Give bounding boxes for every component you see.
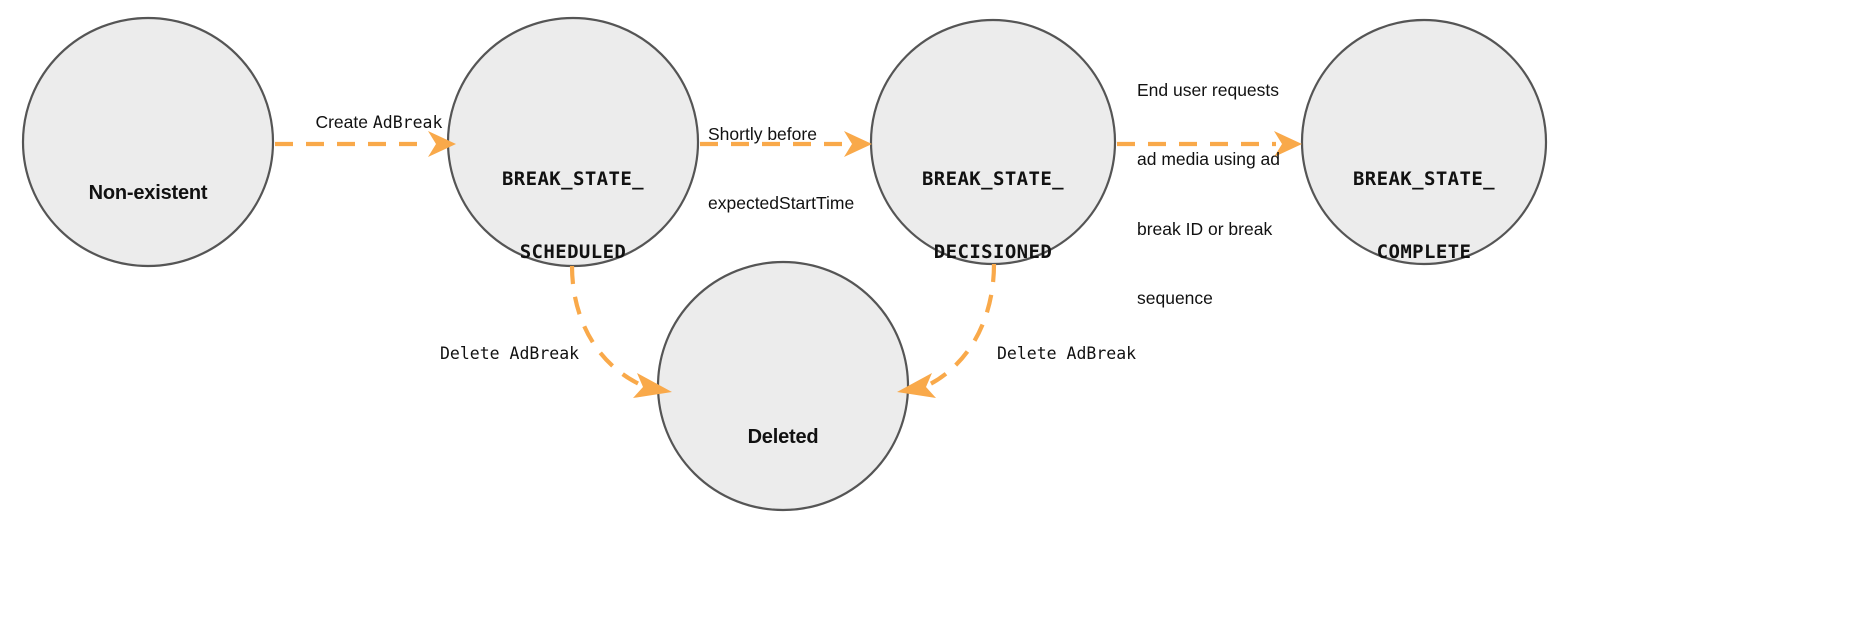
edge-create[interactable] xyxy=(275,131,456,157)
node-shape-decisioned[interactable] xyxy=(869,18,1117,266)
node-shape-non-existent[interactable] xyxy=(21,16,275,268)
node-shape-scheduled[interactable] xyxy=(446,16,700,268)
edge-shortly-before-arrowhead xyxy=(844,131,872,157)
node-shape-complete[interactable] xyxy=(1300,18,1548,266)
edge-delete-from-scheduled[interactable] xyxy=(569,265,672,398)
edge-end-user-requests-arrowhead xyxy=(1274,131,1302,157)
edge-delete-from-decisioned-path xyxy=(921,263,997,390)
edge-end-user-requests[interactable] xyxy=(1117,131,1302,157)
node-shape-deleted[interactable] xyxy=(656,260,910,512)
edge-delete-from-scheduled-arrowhead xyxy=(633,373,672,398)
edge-delete-from-decisioned[interactable] xyxy=(897,263,997,398)
edge-delete-from-decisioned-arrowhead xyxy=(897,373,936,398)
edge-shortly-before[interactable] xyxy=(700,131,872,157)
edge-delete-from-scheduled-path xyxy=(569,265,649,390)
edge-create-arrowhead xyxy=(428,131,456,157)
